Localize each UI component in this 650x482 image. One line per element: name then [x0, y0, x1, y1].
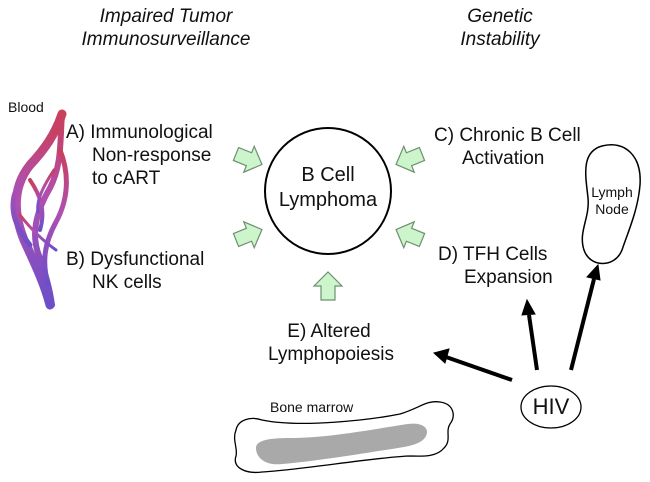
- factor-c-line-1: C) Chronic B Cell: [434, 125, 581, 146]
- factor-c-line-2: Activation: [462, 148, 545, 169]
- hiv-arrows: [432, 263, 601, 382]
- factor-d-line-2: Expansion: [464, 267, 553, 288]
- b-cell-lymphoma-label: B Cell Lymphoma: [265, 163, 391, 213]
- blood-label: Blood: [8, 99, 44, 115]
- hiv-to-lymphopoiesis-arrow-line: [445, 355, 513, 382]
- arrow-c-to-lymphoma: [395, 144, 426, 174]
- arrow-a-to-lymphoma: [232, 144, 263, 174]
- heading-impaired-tumor-immunosurveillance: Impaired Tumor Immunosurveillance: [55, 5, 277, 51]
- hiv-to-lymph-node-arrow-line: [569, 278, 596, 371]
- hiv-ellipse: [520, 385, 582, 429]
- heading-left-line-1: Impaired Tumor: [99, 6, 233, 27]
- factor-b-label: B) Dysfunctional NK cells: [66, 248, 204, 294]
- factor-a-label: A) Immunological Non-response to cART: [66, 121, 213, 190]
- factor-e-line-1: E) Altered: [287, 321, 371, 342]
- factor-b-line-1: B) Dysfunctional: [66, 249, 205, 270]
- factor-c-label: C) Chronic B Cell Activation: [434, 124, 581, 170]
- b-cell-lymphoma-circle: [264, 127, 392, 255]
- factor-d-line-1: D) TFH Cells: [438, 244, 548, 265]
- lymph-node-line-1: Lymph: [591, 184, 633, 200]
- factor-b-line-2: NK cells: [92, 272, 162, 293]
- heading-right-line-1: Genetic: [467, 6, 533, 27]
- heading-right-line-2: Instability: [460, 29, 540, 50]
- hiv-to-tfh-arrow-line: [527, 314, 539, 371]
- hiv-to-lymph-node-arrowhead: [586, 263, 601, 281]
- arrow-d-to-lymphoma: [395, 220, 426, 250]
- arrow-e-to-lymphoma: [312, 271, 344, 301]
- bone-marrow-label: Bone marrow: [270, 399, 354, 415]
- blood-vessel-illustration: [10, 109, 69, 310]
- heading-left-line-2: Immunosurveillance: [81, 29, 251, 50]
- hiv-to-tfh-arrowhead: [521, 298, 536, 316]
- factor-a-line-3: to cART: [92, 168, 161, 189]
- factor-e-line-2: Lymphopoiesis: [268, 344, 395, 365]
- factor-a-line-2: Non-response: [92, 145, 212, 166]
- factor-a-line-1: A) Immunological: [66, 122, 213, 143]
- factor-d-label: D) TFH Cells Expansion: [438, 243, 553, 289]
- lymph-node-label: Lymph Node: [588, 184, 636, 218]
- lymph-node-line-2: Node: [595, 201, 629, 217]
- lymph-node-shape: [581, 144, 641, 265]
- bone-marrow-core: [256, 423, 428, 465]
- arrow-b-to-lymphoma: [232, 220, 263, 250]
- factor-e-label: E) Altered Lymphopoiesis: [268, 320, 395, 366]
- center-line-1: B Cell: [301, 164, 355, 186]
- heading-genetic-instability: Genetic Instability: [440, 5, 560, 51]
- hiv-to-lymphopoiesis-arrowhead: [432, 348, 450, 364]
- center-line-2: Lymphoma: [278, 189, 378, 211]
- hiv-label: HIV: [532, 394, 570, 419]
